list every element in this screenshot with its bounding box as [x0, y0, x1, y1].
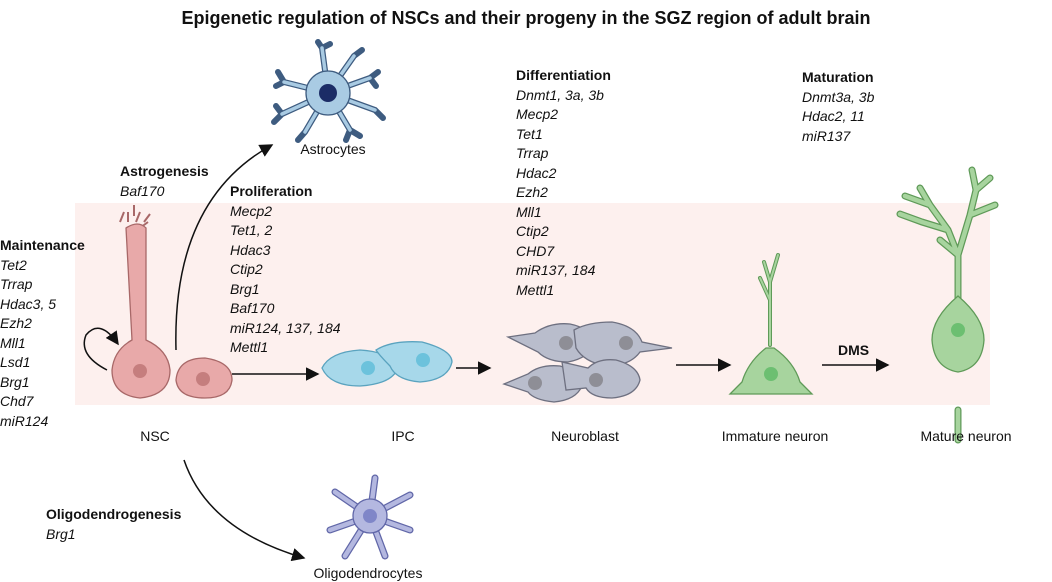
differentiation-block: Differentiation Dnmt1, 3a, 3b Mecp2 Tet1…	[516, 66, 611, 300]
gene-label: Ctip2	[230, 261, 263, 277]
gene-label: Mettl1	[230, 339, 269, 355]
astrocytes-label: Astrocytes	[300, 141, 366, 157]
gene-label: miR137, 184	[516, 262, 596, 278]
immature-neuron-label: Immature neuron	[721, 428, 829, 444]
oligodendrogenesis-arrow	[183, 459, 306, 562]
gene-label: Ezh2	[516, 184, 548, 200]
nsc-label: NSC	[140, 428, 170, 444]
gene-label: miR137	[802, 127, 851, 144]
maturation-heading: Maturation	[802, 69, 874, 85]
gene-label: Brg1	[230, 280, 260, 297]
gene-label: miR124	[0, 412, 49, 429]
maintenance-block: Maintenance Tet2 Trrap Hdac3, 5 Ezh2 Mll…	[0, 236, 85, 431]
immature-neuron-cell	[728, 253, 814, 395]
figure-title: Epigenetic regulation of NSCs and their …	[181, 8, 871, 28]
gene-label: Ezh2	[0, 315, 32, 331]
astrogenesis-heading: Astrogenesis	[120, 163, 209, 179]
differentiation-heading: Differentiation	[516, 67, 611, 83]
gene-label: Mettl1	[516, 281, 555, 298]
oligodendrocytes-label: Oligodendrocytes	[313, 565, 423, 581]
self-renewal-arrow	[83, 327, 119, 371]
gene-label: Mll1	[516, 203, 542, 220]
maturation-block: Maturation Dnmt3a, 3b Hdac2, 11 miR137	[802, 68, 874, 146]
gene-label: Hdac2	[516, 164, 557, 181]
ipc-label: IPC	[391, 428, 415, 444]
mature-neuron-label: Mature neuron	[920, 428, 1012, 444]
gene-label: Brg1	[46, 525, 76, 542]
gene-label: Mecp2	[516, 106, 559, 122]
gene-label: Hdac2, 11	[802, 108, 865, 124]
oligodendrogenesis-heading: Oligodendrogenesis	[46, 506, 182, 522]
proliferation-heading: Proliferation	[230, 183, 313, 199]
gene-label: Trrap	[0, 276, 33, 292]
gene-label: Hdac3	[230, 241, 271, 258]
nsc-cell	[111, 205, 233, 399]
gene-label: Dnmt1, 3a, 3b	[516, 86, 604, 103]
gene-label: Tet2	[0, 256, 27, 273]
gene-label: Mll1	[0, 334, 26, 351]
mature-neuron-cell	[896, 166, 999, 444]
gene-label: Dnmt3a, 3b	[802, 88, 875, 105]
neuroblast-cells	[502, 321, 673, 403]
astrogenesis-block: Astrogenesis Baf170	[120, 162, 209, 201]
oligodendrocyte-cell	[326, 474, 414, 560]
gene-label: Mecp2	[230, 202, 273, 219]
gene-label: CHD7	[516, 242, 555, 259]
proliferation-block: Proliferation Mecp2 Tet1, 2 Hdac3 Ctip2 …	[230, 182, 341, 358]
gene-label: Tet1	[516, 125, 543, 142]
gene-label: Trrap	[516, 145, 549, 161]
gene-label: Hdac3, 5	[0, 295, 57, 312]
dms-label: DMS	[838, 342, 870, 358]
gene-label: Lsd1	[0, 354, 31, 370]
gene-label: Baf170	[230, 300, 275, 316]
neuroblast-label: Neuroblast	[551, 428, 619, 444]
gene-label: miR124, 137, 184	[230, 319, 341, 336]
gene-label: Ctip2	[516, 223, 549, 239]
ipc-cells	[321, 341, 453, 387]
astrogenesis-arrow	[175, 144, 274, 351]
oligodendrogenesis-block: Oligodendrogenesis Brg1	[46, 505, 181, 544]
maintenance-heading: Maintenance	[0, 237, 85, 253]
gene-label: Tet1, 2	[230, 222, 273, 238]
gene-label: Chd7	[0, 393, 34, 409]
gene-label: Brg1	[0, 373, 30, 390]
gene-label: Baf170	[120, 182, 165, 199]
astrocyte-cell	[271, 39, 386, 143]
